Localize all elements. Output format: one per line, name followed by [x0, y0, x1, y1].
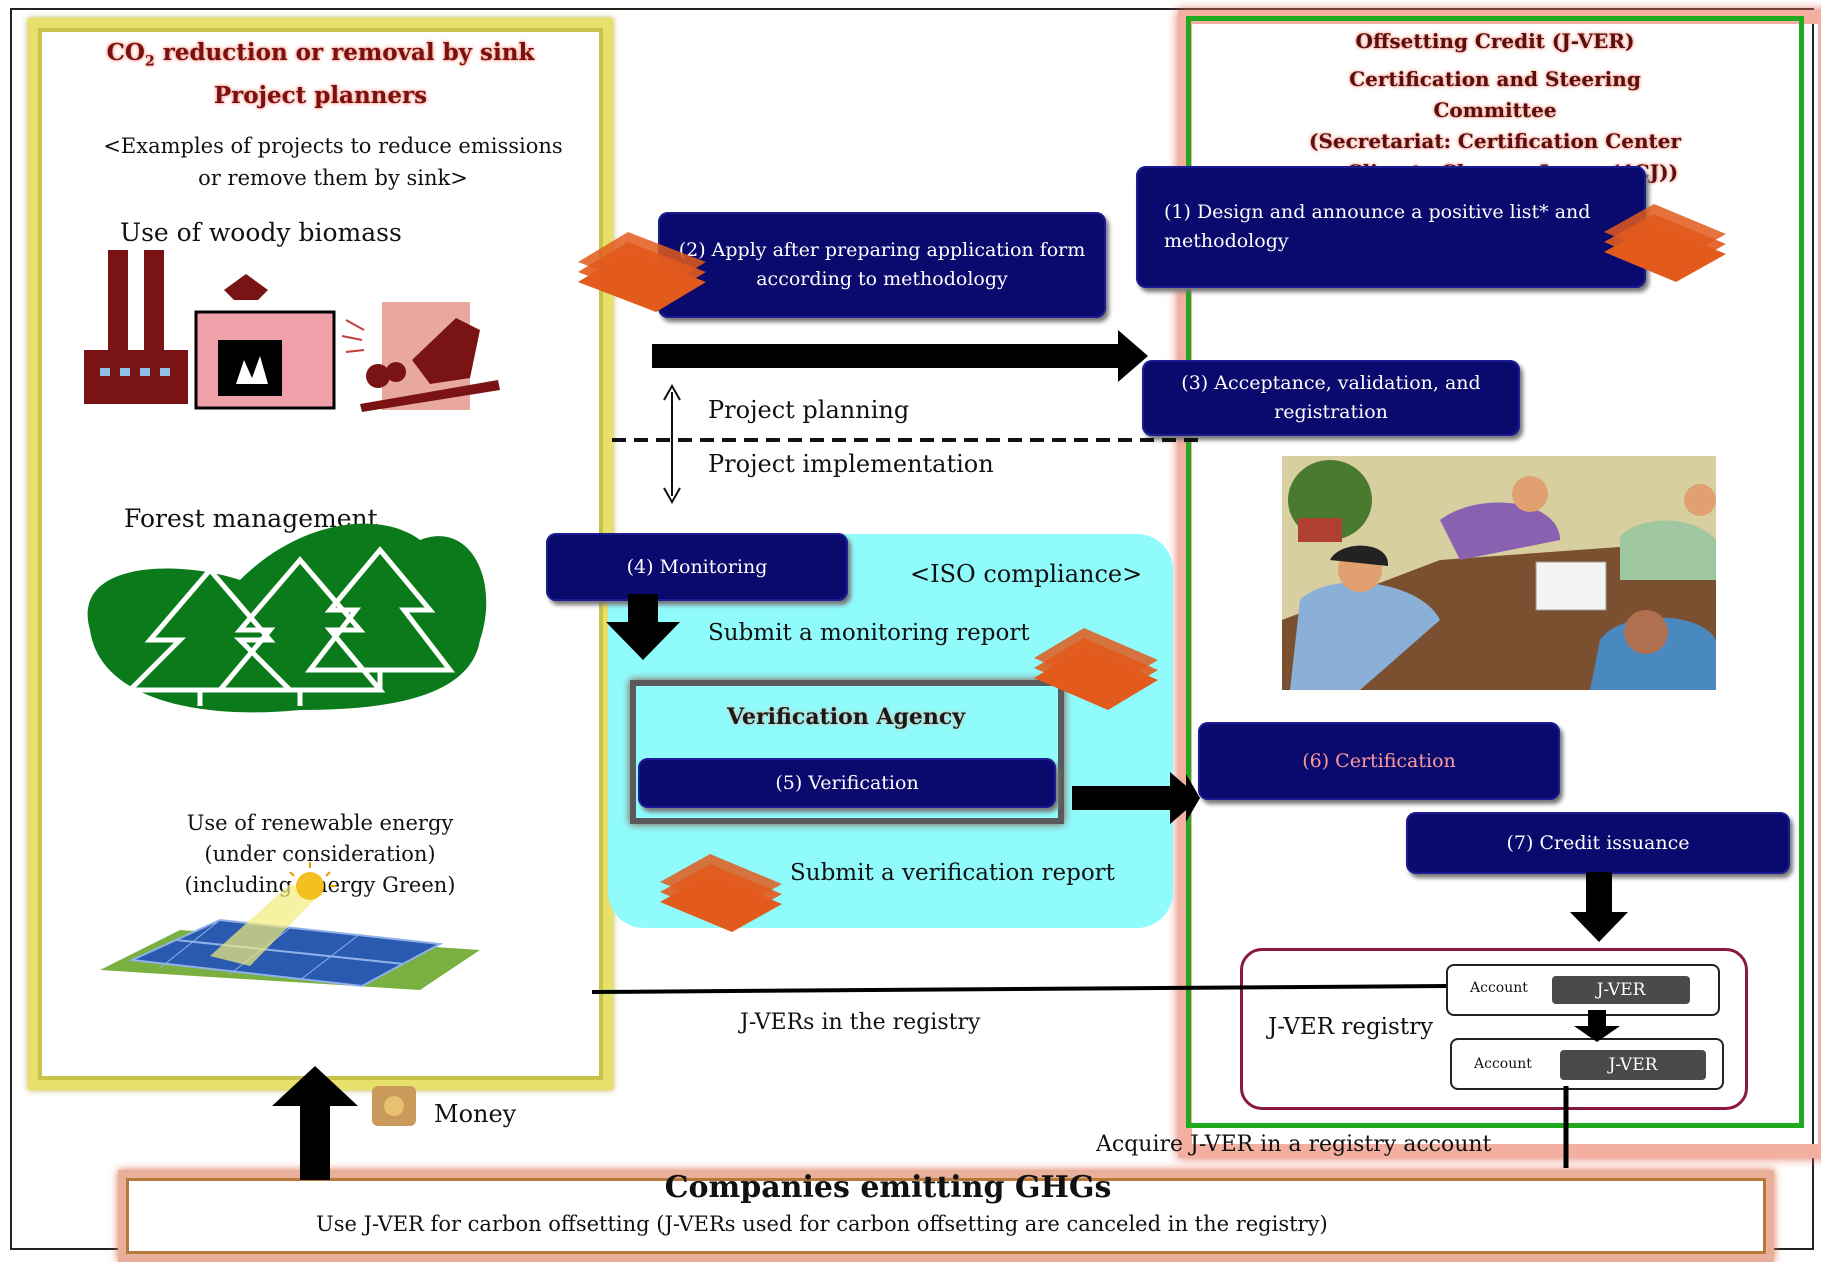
submit-verification-label: Submit a verification report: [790, 860, 1115, 886]
document-icon: [1604, 204, 1726, 282]
biomass-factory-icon: [84, 250, 336, 410]
project-planners-title: CO2 reduction or removal by sink Project…: [106, 39, 535, 109]
examples-caption: <Examples of projects to reduce emission…: [103, 134, 563, 190]
chainsaw-worker-icon: [341, 302, 500, 412]
iso-compliance-label: <ISO compliance>: [910, 560, 1143, 588]
arrow-account-transfer: [1574, 1010, 1620, 1042]
step4-monitoring-box: (4) Monitoring: [546, 533, 848, 601]
planning-implementation-arrow: [663, 383, 681, 505]
registry-account-top: Account J-VER: [1446, 964, 1720, 1016]
registry-to-planners-line: [591, 984, 1447, 994]
document-icon: [660, 854, 782, 932]
jvers-in-registry-label: J-VERs in the registry: [740, 1010, 981, 1035]
arrow-money-up: [272, 1066, 358, 1180]
jver-tag: J-VER: [1560, 1050, 1706, 1080]
arrow-monitoring-down: [606, 594, 680, 660]
meeting-illustration: [1282, 456, 1716, 690]
registry-account-bottom: Account J-VER: [1450, 1038, 1724, 1090]
arrow-verification-to-certification: [1072, 772, 1200, 824]
document-icon: [578, 232, 706, 312]
step5-verification-box: (5) Verification: [638, 758, 1056, 808]
account-label: Account: [1474, 1056, 1532, 1072]
document-icon: [1034, 628, 1158, 710]
solar-panel-icon: [100, 862, 480, 990]
money-label: Money: [434, 1100, 517, 1128]
committee-panel-border: [1186, 16, 1804, 1128]
money-bag-icon: [372, 1086, 416, 1126]
project-planning-label: Project planning: [708, 396, 910, 424]
companies-subtitle: Use J-VER for carbon offsetting (J-VERs …: [316, 1212, 1328, 1236]
jver-tag: J-VER: [1552, 976, 1690, 1004]
forest-icon: [87, 523, 487, 713]
project-implementation-label: Project implementation: [708, 450, 994, 478]
step1-design-box: (1) Design and announce a positive list*…: [1136, 166, 1646, 288]
verification-agency-label: Verification Agency: [726, 704, 966, 730]
step7-credit-issuance-box: (7) Credit issuance: [1406, 812, 1790, 874]
arrow-issuance-to-registry: [1570, 872, 1628, 942]
submit-monitoring-label: Submit a monitoring report: [708, 620, 1030, 646]
step6-certification-box: (6) Certification: [1198, 722, 1560, 800]
woody-biomass-label: Use of woody biomass: [120, 218, 402, 247]
step2-apply-box: (2) Apply after preparing application fo…: [658, 212, 1106, 318]
account-label: Account: [1470, 980, 1528, 996]
acquire-jver-label: Acquire J-VER in a registry account: [1096, 1132, 1492, 1157]
arrow-apply-to-committee: [652, 330, 1148, 382]
jver-registry-label: J-VER registry: [1268, 1014, 1434, 1040]
companies-title: Companies emitting GHGs: [664, 1170, 1112, 1205]
